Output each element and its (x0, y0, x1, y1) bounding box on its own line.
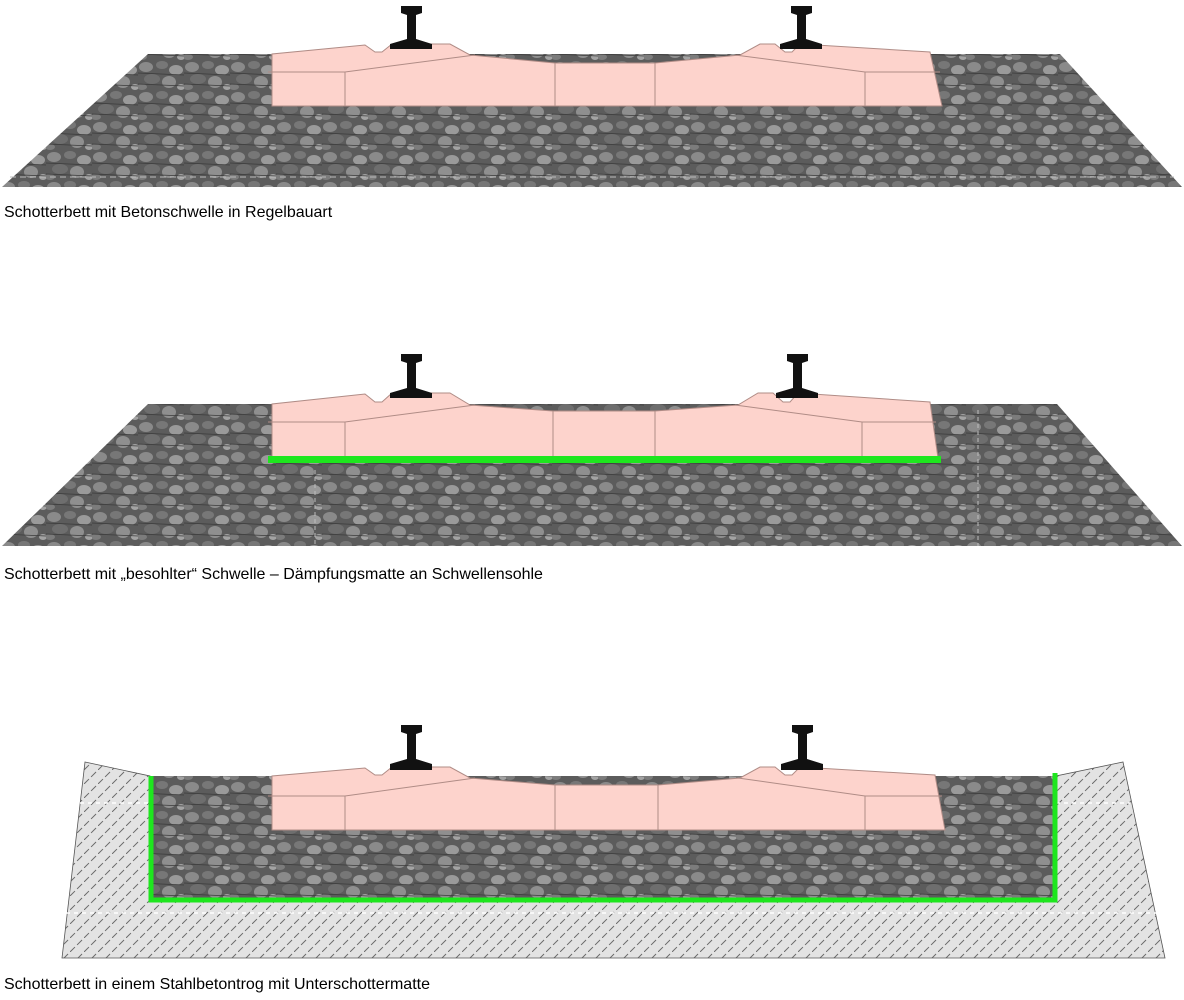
rail-right (780, 6, 822, 49)
rail-right (781, 725, 823, 770)
caption-regular-sleeper: Schotterbett mit Betonschwelle in Regelb… (4, 204, 333, 221)
sleeper-sole-pad (268, 456, 941, 463)
rail-left (390, 725, 432, 770)
concrete-sleeper (268, 43, 943, 107)
rail-left (390, 6, 432, 49)
caption-concrete-trough: Schotterbett in einem Stahlbetontrog mit… (4, 976, 430, 993)
rail-right (776, 354, 818, 398)
diagram-1 (2, 6, 1182, 187)
rail-left (390, 354, 432, 398)
under-ballast-mat (148, 773, 1058, 903)
concrete-sleeper (268, 392, 939, 459)
diagram-2 (2, 354, 1182, 546)
diagram-3 (61, 725, 1166, 959)
caption-soled-sleeper: Schotterbett mit „besohlter“ Schwelle – … (4, 566, 543, 583)
